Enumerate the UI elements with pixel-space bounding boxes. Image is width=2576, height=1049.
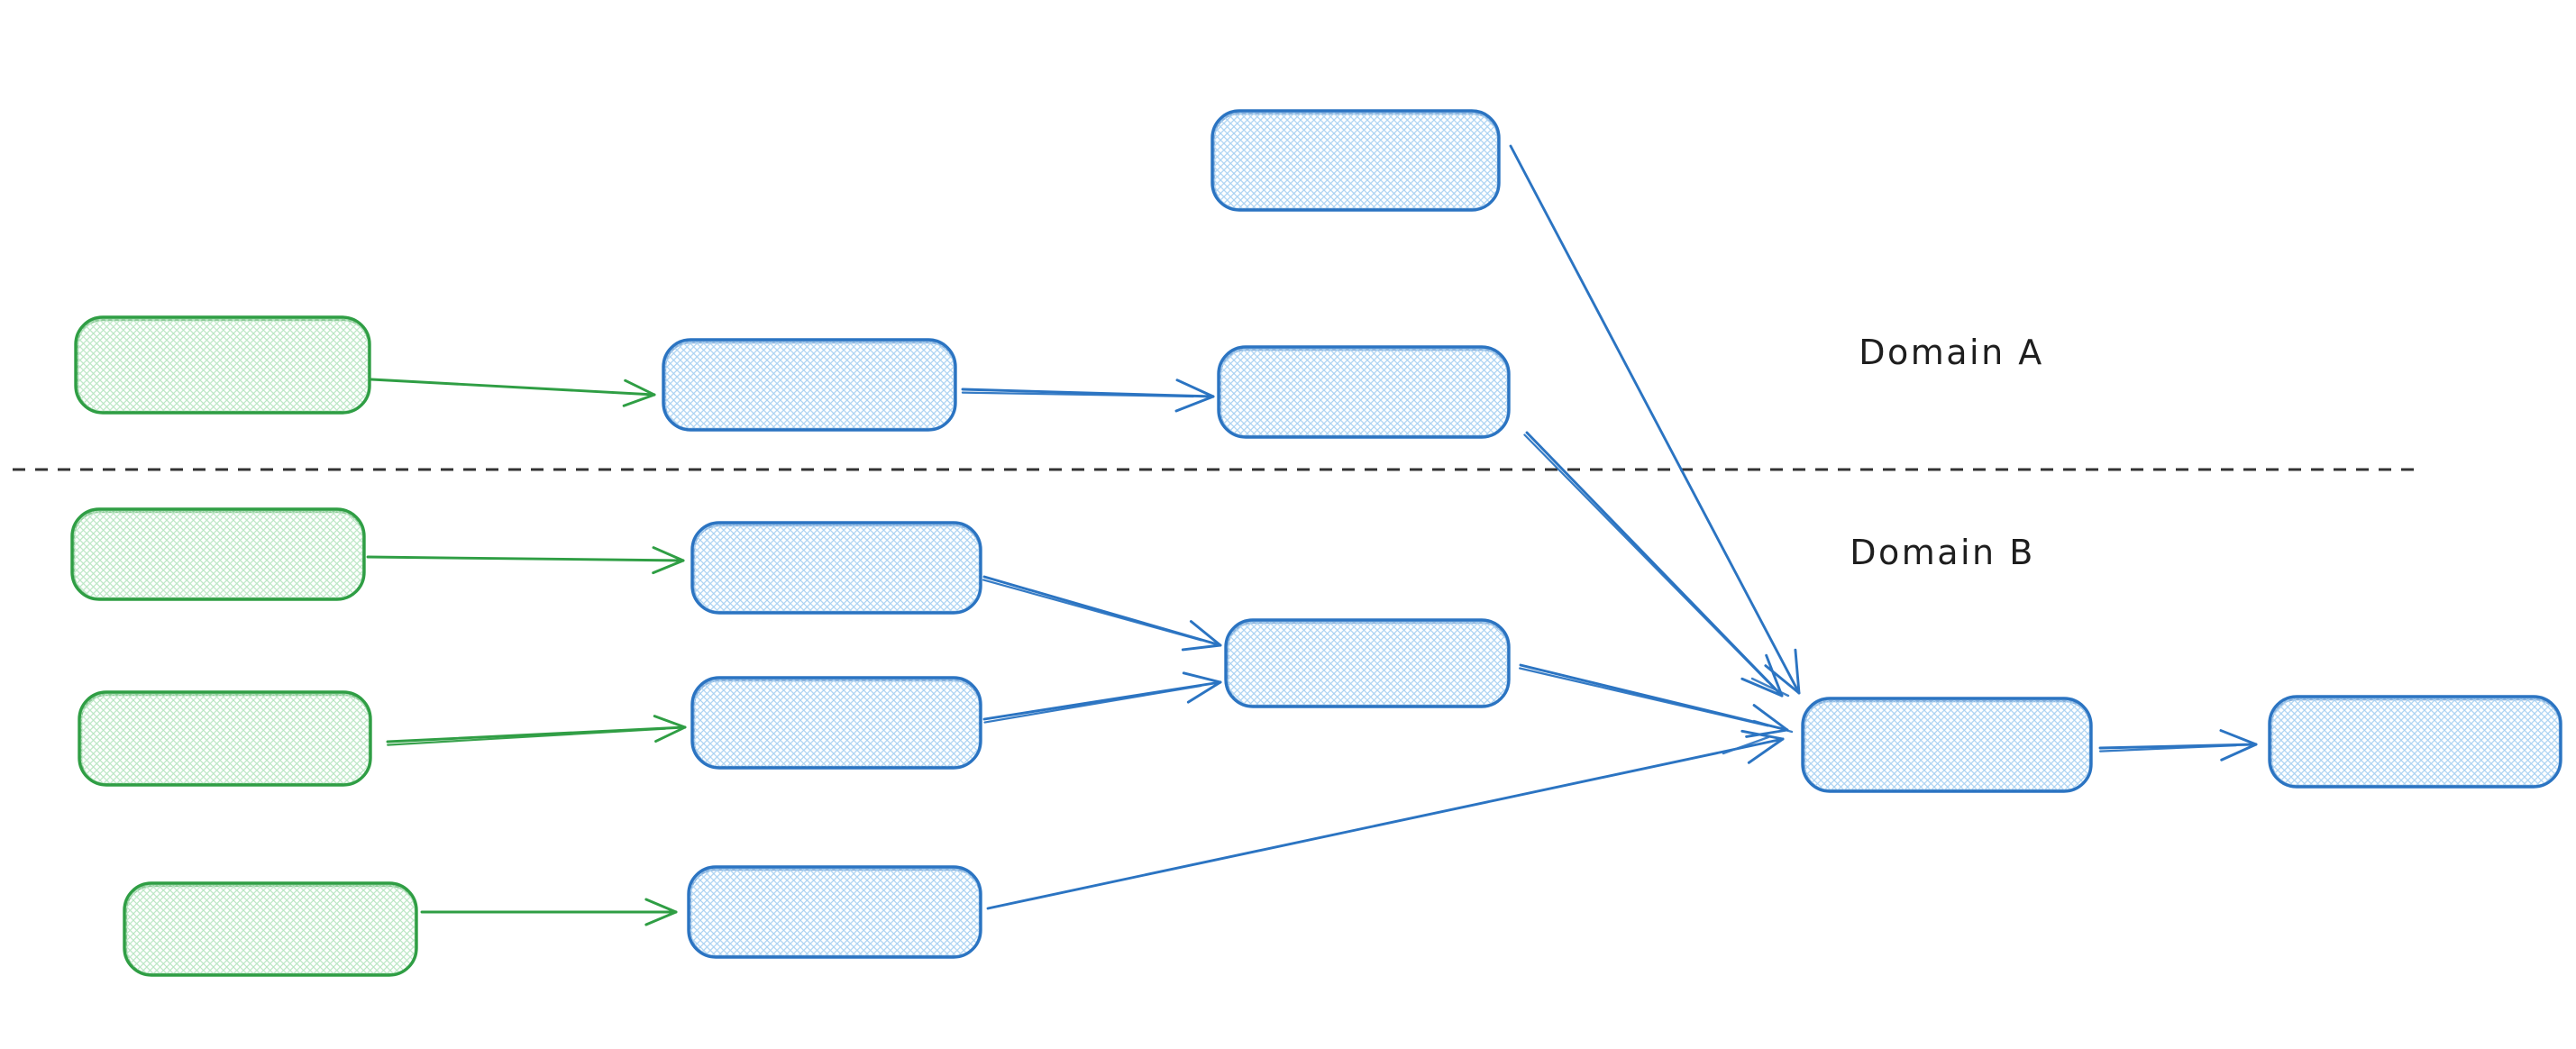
arrowhead-scratch: [1750, 677, 1790, 698]
node-domain-a-stage-1[interactable]: [662, 338, 957, 432]
arrow-b-input2-to-stage2[interactable]: [386, 715, 687, 746]
arrow-a-input-to-stage1[interactable]: [370, 378, 656, 407]
arrow-b-stage1-to-join[interactable]: [982, 575, 1222, 652]
node-domain-b-input-2[interactable]: [78, 690, 372, 787]
arrow-merge-to-output[interactable]: [2098, 729, 2258, 762]
node-domain-b-stage-2[interactable]: [690, 676, 982, 770]
arrow-a-stage2-to-merge[interactable]: [1523, 431, 1784, 698]
node-domain-a-input[interactable]: [74, 315, 371, 415]
arrow-b-stage3-to-merge[interactable]: [986, 729, 1785, 910]
arrow-b-input1-to-stage1[interactable]: [366, 546, 685, 575]
arrow-b-input3-to-stage3[interactable]: [420, 898, 678, 926]
arrow-b-stage2-to-join[interactable]: [982, 671, 1222, 724]
node-output-node[interactable]: [2268, 695, 2562, 789]
node-domain-a-top-source[interactable]: [1210, 109, 1501, 212]
node-domain-b-input-3[interactable]: [123, 881, 418, 977]
arrow-b-join-to-merge[interactable]: [1519, 663, 1789, 738]
arrowhead-scratch: [1722, 735, 1770, 755]
node-domain-b-stage-3[interactable]: [687, 865, 982, 959]
node-domain-b-stage-1[interactable]: [690, 521, 982, 615]
arrow-a-stage1-to-stage2[interactable]: [961, 379, 1215, 413]
domain-b-label[interactable]: Domain B: [1850, 533, 2035, 572]
domain-a-label[interactable]: Domain A: [1859, 333, 2044, 372]
node-domain-b-input-1[interactable]: [70, 507, 366, 601]
arrow-a-top-to-merge[interactable]: [1509, 144, 1801, 695]
arrowhead-scratch: [1752, 719, 1794, 734]
node-domain-a-stage-2[interactable]: [1217, 345, 1511, 439]
node-domain-b-join[interactable]: [1224, 618, 1511, 708]
node-merge-node[interactable]: [1801, 697, 2093, 793]
